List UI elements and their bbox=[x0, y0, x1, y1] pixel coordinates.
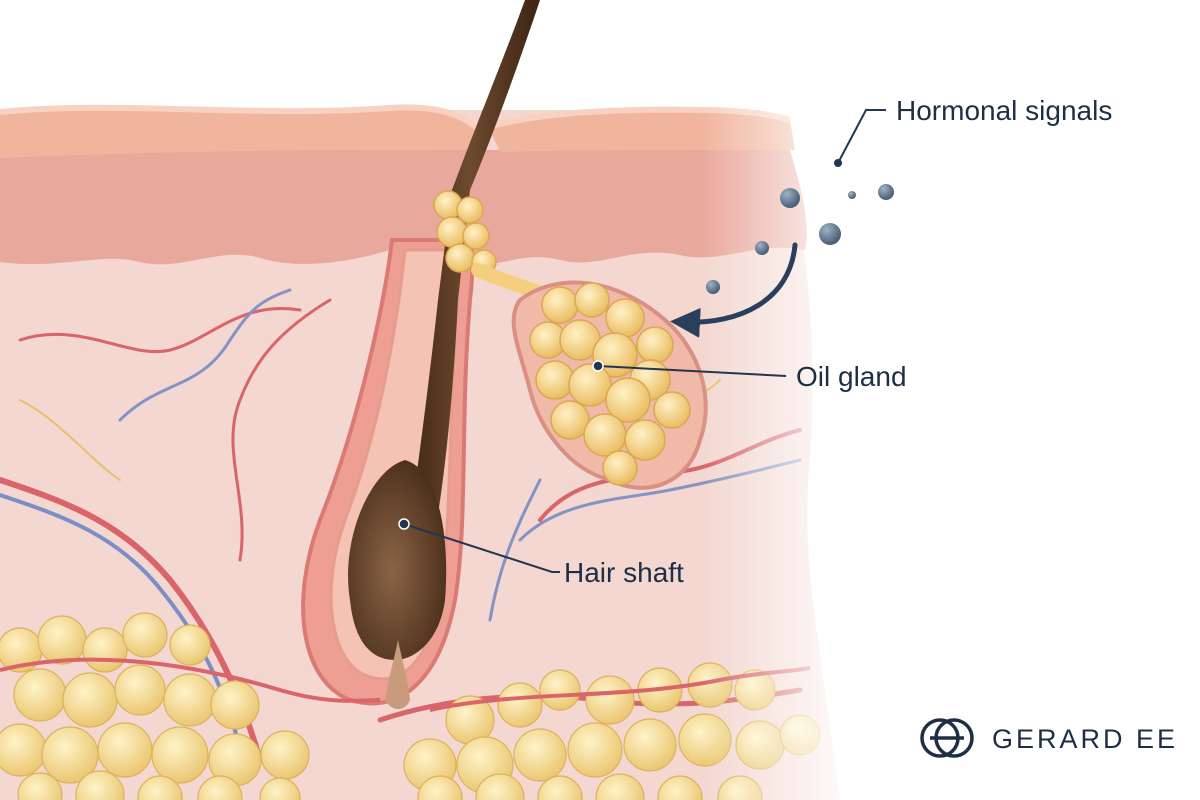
hormone-dot bbox=[780, 188, 800, 208]
leader-dot bbox=[398, 518, 410, 530]
papillary-dermis bbox=[0, 150, 807, 265]
hormonal-signals-label: Hormonal signals bbox=[896, 95, 1112, 126]
brand-logo: GERARD EE bbox=[920, 718, 1178, 758]
hair-shaft-label: Hair shaft bbox=[564, 557, 684, 588]
brand-mark-icon bbox=[920, 718, 974, 758]
leader-line bbox=[837, 109, 886, 164]
hormone-arrow bbox=[670, 242, 798, 338]
sebum-cluster bbox=[433, 190, 497, 275]
hormone-dot bbox=[755, 241, 769, 255]
dermal-papilla bbox=[385, 640, 410, 709]
label-hair-shaft: Hair shaft bbox=[398, 518, 684, 588]
leader-line bbox=[597, 365, 787, 377]
label-hormonal-signals: Hormonal signals bbox=[834, 95, 1112, 167]
oil-gland-illustration bbox=[511, 280, 708, 490]
oil-gland-label: Oil gland bbox=[796, 361, 907, 392]
hormone-particles bbox=[706, 184, 894, 294]
hormone-dot bbox=[819, 223, 841, 245]
epidermis-layer bbox=[0, 107, 480, 158]
hair-strand bbox=[400, 0, 540, 600]
brand-name: GERARD EE bbox=[992, 724, 1178, 754]
leader-dot bbox=[592, 360, 604, 372]
edge-fade bbox=[700, 90, 860, 800]
hormone-dot bbox=[706, 280, 720, 294]
hormone-dot bbox=[848, 191, 856, 199]
label-oil-gland: Oil gland bbox=[592, 360, 907, 392]
hormone-dot bbox=[878, 184, 894, 200]
leader-line bbox=[403, 523, 560, 573]
skin-cross-section bbox=[0, 0, 860, 800]
leader-dot bbox=[834, 159, 842, 167]
hair-bulb bbox=[348, 460, 447, 660]
lower-vessel bbox=[0, 657, 381, 703]
